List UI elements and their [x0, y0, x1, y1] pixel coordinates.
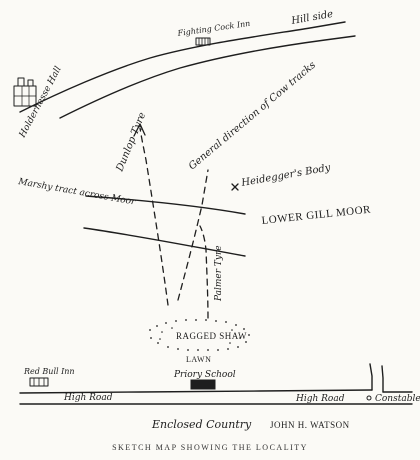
- body-label: Heidegger's Body: [240, 162, 332, 189]
- constable-label: Constable: [375, 394, 420, 404]
- cow-track-direction: [177, 169, 209, 301]
- inn-top-label: Fighting Cock Inn: [176, 19, 251, 38]
- marsh-upper-line: [85, 195, 246, 215]
- dunlop-tyre-track: [139, 127, 169, 306]
- arrow-north-icon: [133, 123, 146, 137]
- school-building-icon: [190, 379, 216, 390]
- high-road-right-label: High Road: [295, 394, 345, 404]
- marsh-lower-line: [83, 227, 246, 257]
- enclosed-country-label: Enclosed Country: [151, 418, 252, 431]
- marsh-label: Marshy tract across Moor: [16, 177, 136, 208]
- side-road-left: [369, 363, 373, 391]
- general-direction-label: General direction of Cow tracks: [187, 60, 318, 173]
- ragged-shaw-label: RAGGED SHAW: [176, 331, 247, 341]
- school-label: Priory School: [173, 370, 236, 380]
- palmer-tyre-label: Palmer Tyre: [214, 245, 224, 302]
- upper-road-line-2: [59, 35, 356, 119]
- inn-building-icon: [195, 37, 211, 46]
- constable-marker: [366, 395, 372, 401]
- signature-label: JOHN H. WATSON: [270, 420, 350, 430]
- body-cross-icon: [231, 183, 239, 191]
- lawn-label: LAWN: [186, 355, 211, 364]
- map-caption: SKETCH MAP SHOWING THE LOCALITY: [112, 443, 308, 452]
- palmer-tyre-track: [199, 225, 209, 319]
- upper-road-line: [19, 21, 346, 113]
- ragged-shaw-woodland: [149, 319, 250, 351]
- red-bull-label: Red Bull Inn: [23, 367, 75, 376]
- high-road-upper-line: [19, 389, 373, 394]
- moor-label: LOWER GILL MOOR: [261, 204, 372, 227]
- hall-label: Holdernesse Hall: [17, 65, 63, 140]
- red-bull-inn-icon: [29, 377, 49, 387]
- high-road-left-label: High Road: [63, 393, 113, 403]
- hall-building-icon: [13, 77, 37, 107]
- dunlop-tyre-label: Dunlop Tyre: [114, 111, 148, 174]
- side-road-right: [381, 365, 384, 393]
